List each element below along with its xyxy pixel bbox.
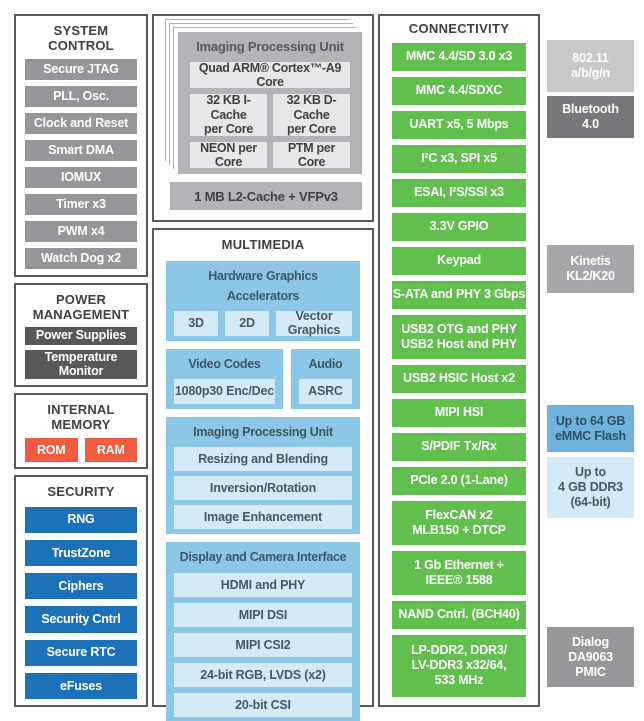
block-2d: 2D (225, 310, 269, 336)
block-secure-jtag: Secure JTAG (25, 59, 137, 81)
section-power-management: POWER MANAGEMENT Power Supplies Temperat… (14, 283, 148, 387)
power-management-title: POWER MANAGEMENT (32, 292, 130, 322)
block-secure-rtc: Secure RTC (25, 639, 137, 666)
block-mipi-csi2: MIPI CSI2 (174, 632, 352, 657)
block-resizing-blending: Resizing and Blending (174, 446, 352, 471)
video-codes-title: Video Codes (188, 356, 261, 371)
block-3d: 3D (174, 310, 218, 336)
video-audio-row: Video Codes 1080p30 Enc/Dec Audio ASRC (166, 348, 360, 409)
chip-bluetooth: Bluetooth 4.0 (547, 96, 634, 138)
section-cpu-platform: Imaging Processing Unit Quad ARM® Cortex… (152, 14, 374, 222)
block-dcache: 32 KB D-Cache per Core (273, 93, 350, 136)
block-20bit-csi: 20-bit CSI (174, 692, 352, 717)
block-gpio: 3.3V GPIO (392, 212, 526, 241)
block-rom: ROM (25, 438, 78, 463)
hga-title: Hardware Graphics Accelerators (208, 268, 318, 303)
block-l2-cache: 1 MB L2-Cache + VFPv3 (170, 182, 362, 210)
video-codes-container: Video Codes 1080p30 Enc/Dec (166, 348, 283, 409)
display-camera-title: Display and Camera Interface (179, 549, 347, 564)
block-trustzone: TrustZone (25, 539, 137, 567)
block-mipi-hsi: MIPI HSI (392, 398, 526, 427)
block-usb2-otg-host: USB2 OTG and PHY USB2 Host and PHY (392, 314, 526, 359)
block-asrc: ASRC (298, 378, 352, 404)
block-pcie: PCIe 2.0 (1-Lane) (392, 466, 526, 495)
middle-column: Imaging Processing Unit Quad ARM® Cortex… (152, 14, 374, 721)
block-usb2-hsic: USB2 HSIC Host x2 (392, 364, 526, 393)
audio-title: Audio (308, 356, 343, 371)
block-pwm: PWM x4 (25, 221, 137, 242)
block-uart: UART x5, 5 Mbps (392, 110, 526, 139)
block-inversion-rotation: Inversion/Rotation (174, 475, 352, 500)
security-title: SECURITY (47, 484, 115, 499)
block-quad-arm-core: Quad ARM® Cortex™-A9 Core (190, 61, 350, 89)
section-security: SECURITY RNG TrustZone Ciphers Security … (14, 475, 148, 707)
block-esai-i2s-ssi: ESAI, I²S/SSI x3 (392, 178, 526, 207)
block-ciphers: Ciphers (25, 573, 137, 600)
block-iomux: IOMUX (25, 167, 137, 189)
audio-container: Audio ASRC (290, 348, 360, 409)
cpu-card-title: Imaging Processing Unit (196, 39, 344, 54)
block-vector-graphics: Vector Graphics (276, 309, 352, 337)
block-nand-cntrl: NAND Cntrl. (BCH40) (392, 600, 526, 629)
connectivity-title: CONNECTIVITY (408, 21, 510, 36)
section-multimedia: MULTIMEDIA Hardware Graphics Accelerator… (152, 228, 374, 721)
block-sata-phy: S-ATA and PHY 3 Gbps (392, 280, 526, 309)
block-clock-reset: Clock and Reset (25, 113, 137, 135)
memory-row: ROM RAM (25, 438, 137, 463)
left-column: SYSTEM CONTROL Secure JTAG PLL, Osc. Clo… (14, 14, 148, 707)
block-timer: Timer x3 (25, 194, 137, 215)
internal-memory-title: INTERNAL MEMORY (47, 402, 115, 432)
chip-wifi-802-11: 802.11 a/b/g/n (547, 40, 634, 92)
block-ptm: PTM per Core (273, 141, 350, 169)
system-control-title: SYSTEM CONTROL (48, 23, 114, 53)
hga-row: 3D 2D Vector Graphics (174, 309, 352, 337)
block-keypad: Keypad (392, 246, 526, 275)
block-security-cntrl: Security Cntrl (25, 606, 137, 633)
block-neon: NEON per Core (190, 141, 267, 169)
block-efuses: eFuses (25, 672, 137, 700)
chip-ddr3: Up to 4 GB DDR3 (64-bit) (547, 457, 634, 518)
block-lpddr2-ddr3: LP-DDR2, DDR3/ LV-DDR3 x32/64, 533 MHz (392, 634, 526, 697)
block-mmc-sd: MMC 4.4/SD 3.0 x3 (392, 42, 526, 71)
chip-kinetis: Kinetis KL2/K20 (547, 245, 634, 293)
chip-dialog-pmic: Dialog DA9063 PMIC (547, 627, 634, 687)
multimedia-title: MULTIMEDIA (221, 237, 305, 252)
block-hdmi-phy: HDMI and PHY (174, 572, 352, 597)
block-icache: 32 KB I-Cache per Core (190, 93, 267, 136)
cache-row: 32 KB I-Cache per Core 32 KB D-Cache per… (190, 93, 350, 136)
block-power-supplies: Power Supplies (25, 327, 137, 345)
block-1080p30-enc-dec: 1080p30 Enc/Dec (174, 378, 275, 404)
block-rng: RNG (25, 506, 137, 533)
block-rgb-lvds: 24-bit RGB, LVDS (x2) (174, 662, 352, 687)
block-mmc-sdxc: MMC 4.4/SDXC (392, 76, 526, 105)
block-watchdog: Watch Dog x2 (25, 247, 137, 269)
section-internal-memory: INTERNAL MEMORY ROM RAM (14, 393, 148, 469)
block-smart-dma: Smart DMA (25, 140, 137, 162)
external-components-column: 802.11 a/b/g/n Bluetooth 4.0 Kinetis KL2… (547, 0, 634, 721)
display-camera-interface-container: Display and Camera Interface HDMI and PH… (166, 541, 360, 721)
imaging-processing-unit-container: Imaging Processing Unit Resizing and Ble… (166, 416, 360, 534)
block-flexcan-mlb: FlexCAN x2 MLB150 + DTCP (392, 500, 526, 545)
neon-ptm-row: NEON per Core PTM per Core (190, 141, 350, 169)
hardware-graphics-accelerators: Hardware Graphics Accelerators 3D 2D Vec… (166, 260, 360, 341)
cpu-stacked-card: Imaging Processing Unit Quad ARM® Cortex… (178, 32, 362, 174)
chip-emmc-flash: Up to 64 GB eMMC Flash (547, 405, 634, 452)
block-spdif: S/PDIF Tx/Rx (392, 432, 526, 461)
block-mipi-dsi: MIPI DSI (174, 602, 352, 627)
section-connectivity: CONNECTIVITY MMC 4.4/SD 3.0 x3 MMC 4.4/S… (378, 14, 540, 707)
block-pll-osc: PLL, Osc. (25, 86, 137, 108)
block-gb-ethernet: 1 Gb Ethernet + IEEE® 1588 (392, 550, 526, 595)
block-temperature-monitor: Temperature Monitor (25, 349, 137, 379)
ipu-title: Imaging Processing Unit (193, 424, 333, 439)
section-system-control: SYSTEM CONTROL Secure JTAG PLL, Osc. Clo… (14, 14, 148, 277)
block-image-enhancement: Image Enhancement (174, 504, 352, 529)
block-ram: RAM (84, 438, 137, 463)
block-i2c-spi: I²C x3, SPI x5 (392, 144, 526, 173)
